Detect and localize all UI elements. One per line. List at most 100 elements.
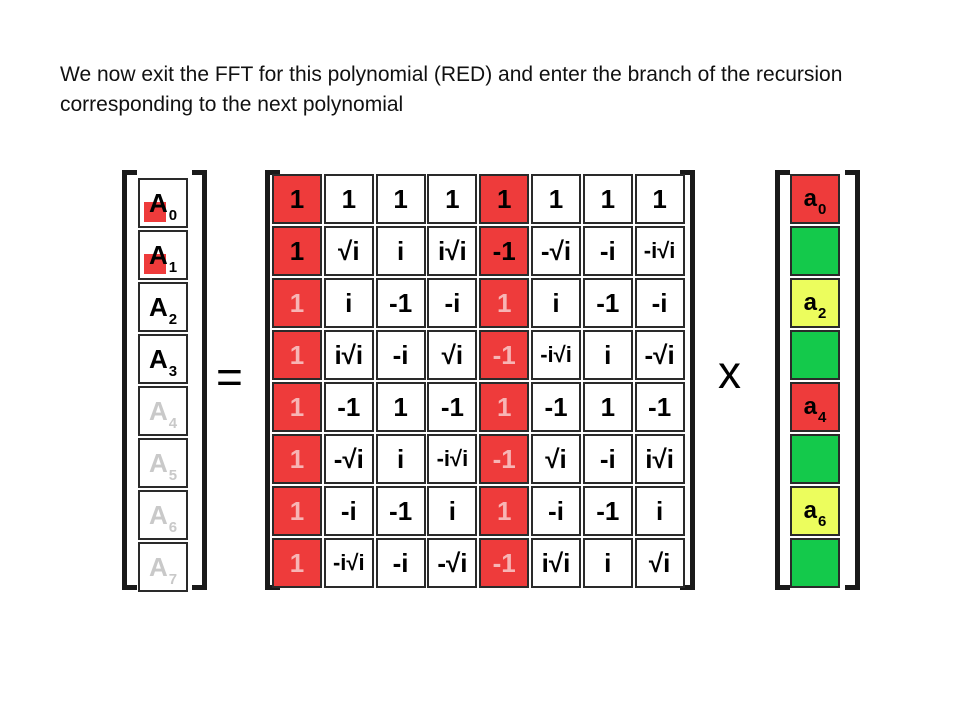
matrix-cell: 1 (582, 174, 633, 224)
input-vector-entry (790, 226, 840, 276)
vector-entry-subscript: 5 (168, 466, 178, 484)
matrix-cell: 1 (582, 382, 633, 432)
output-vector-label: A6 (149, 500, 177, 536)
output-vector-label: A0 (148, 187, 177, 224)
matrix-right-bracket (680, 170, 695, 590)
input-vector-label: a6 (803, 497, 827, 530)
vector-entry-symbol: a (803, 185, 817, 212)
vector-entry-symbol: A (148, 343, 168, 374)
matrix-cell-highlighted: -1 (479, 434, 530, 484)
vector-entry-symbol: a (803, 497, 817, 524)
input-vector-label: a4 (803, 393, 827, 426)
vector-entry-subscript: 6 (168, 518, 178, 536)
vector-entry-subscript: 4 (168, 414, 178, 432)
matrix-cell: -1 (375, 278, 426, 328)
output-vector-entry: A4 (138, 386, 188, 436)
matrix-cell: -1 (634, 382, 685, 432)
matrix-cell: i (531, 278, 581, 328)
input-vector-entry (790, 538, 840, 588)
matrix-cell-highlighted: 1 (479, 278, 530, 328)
matrix-cell-highlighted: -1 (479, 538, 530, 588)
output-vector-entry: A3 (138, 334, 188, 384)
matrix-cell: -√i (531, 226, 581, 276)
input-vector-entry: a6 (790, 486, 840, 536)
matrix-cell: -i (375, 538, 426, 588)
vector-entry-subscript: 6 (818, 513, 827, 530)
vector-entry-subscript: 2 (818, 305, 827, 322)
vector-entry-symbol: A (148, 395, 168, 426)
input-vector-label: a2 (803, 289, 827, 322)
vector-entry-subscript: 4 (818, 409, 827, 426)
output-vector-entry: A7 (138, 542, 188, 592)
input-vector-entry (790, 330, 840, 380)
output-vector-label: A4 (148, 395, 177, 432)
matrix-cell: -i (427, 278, 478, 328)
matrix-cell-highlighted: 1 (272, 278, 322, 328)
matrix-cell: √i (634, 538, 685, 588)
vector-entry-symbol: a (803, 289, 817, 316)
output-vector-entry: A5 (138, 438, 188, 488)
matrix-cell: √i (531, 434, 581, 484)
output-vector-label: A7 (148, 551, 177, 588)
times-sign: x (718, 346, 741, 398)
matrix-cell: -i√i (634, 226, 685, 276)
output-vector-label: A1 (149, 240, 177, 276)
input-vector-left-bracket (775, 170, 790, 590)
input-vector-entry: a2 (790, 278, 840, 328)
matrix-cell: 1 (375, 382, 426, 432)
vector-entry-subscript: 2 (168, 310, 178, 328)
output-vector-entry: A2 (138, 282, 188, 332)
matrix-cell: -i (634, 278, 685, 328)
input-vector-entry (790, 434, 840, 484)
matrix-cell-highlighted: 1 (479, 174, 530, 224)
matrix-cell: √i (427, 330, 478, 380)
input-vector-right-bracket (845, 170, 860, 590)
matrix-cell: i (375, 434, 426, 484)
matrix-cell-highlighted: -1 (479, 330, 530, 380)
vector-entry-symbol: A (148, 187, 168, 218)
equals-sign: = (216, 351, 243, 403)
red-marker (144, 202, 166, 222)
matrix-cell-highlighted: 1 (479, 486, 530, 536)
vector-entry-subscript: 7 (168, 570, 178, 588)
matrix-cell: -√i (323, 434, 374, 484)
output-vector-left-bracket (122, 170, 137, 590)
matrix-cell: i (375, 226, 426, 276)
vector-entry-symbol: a (803, 393, 817, 420)
input-vector-entry: a4 (790, 382, 840, 432)
matrix-cell: i (323, 278, 374, 328)
output-vector-entry: A6 (138, 490, 188, 540)
matrix-cell-highlighted: 1 (272, 538, 322, 588)
output-vector-label: A2 (149, 292, 177, 328)
vector-entry-symbol: A (148, 551, 168, 582)
matrix-cell: -√i (634, 330, 685, 380)
matrix-cell: -i√i (427, 434, 478, 484)
vector-entry-subscript: 0 (818, 201, 827, 218)
matrix-cell-highlighted: -1 (479, 226, 530, 276)
matrix-cell: -i (582, 226, 633, 276)
matrix-cell-highlighted: 1 (479, 382, 530, 432)
matrix-cell-highlighted: 1 (272, 226, 322, 276)
matrix-cell: -i (323, 486, 374, 536)
matrix-cell-highlighted: 1 (272, 486, 322, 536)
matrix-cell: i√i (531, 538, 581, 588)
matrix-cell: i (582, 330, 633, 380)
output-vector-label: A5 (149, 448, 177, 484)
output-vector-right-bracket (192, 170, 207, 590)
vector-entry-subscript: 0 (168, 206, 178, 224)
vector-entry-subscript: 3 (168, 362, 178, 380)
matrix-cell: -1 (427, 382, 478, 432)
matrix-cell: -i (375, 330, 426, 380)
matrix-cell: -i (531, 486, 581, 536)
output-vector-label: A3 (148, 343, 177, 380)
matrix-cell: i (582, 538, 633, 588)
matrix-cell: 1 (427, 174, 478, 224)
matrix-cell: -1 (531, 382, 581, 432)
matrix-cell: -1 (582, 278, 633, 328)
matrix-cell: -i√i (323, 538, 374, 588)
matrix-cell-highlighted: 1 (272, 382, 322, 432)
matrix-cell: i√i (427, 226, 478, 276)
matrix-cell-highlighted: 1 (272, 434, 322, 484)
matrix-cell: 1 (531, 174, 581, 224)
matrix-cell: 1 (375, 174, 426, 224)
